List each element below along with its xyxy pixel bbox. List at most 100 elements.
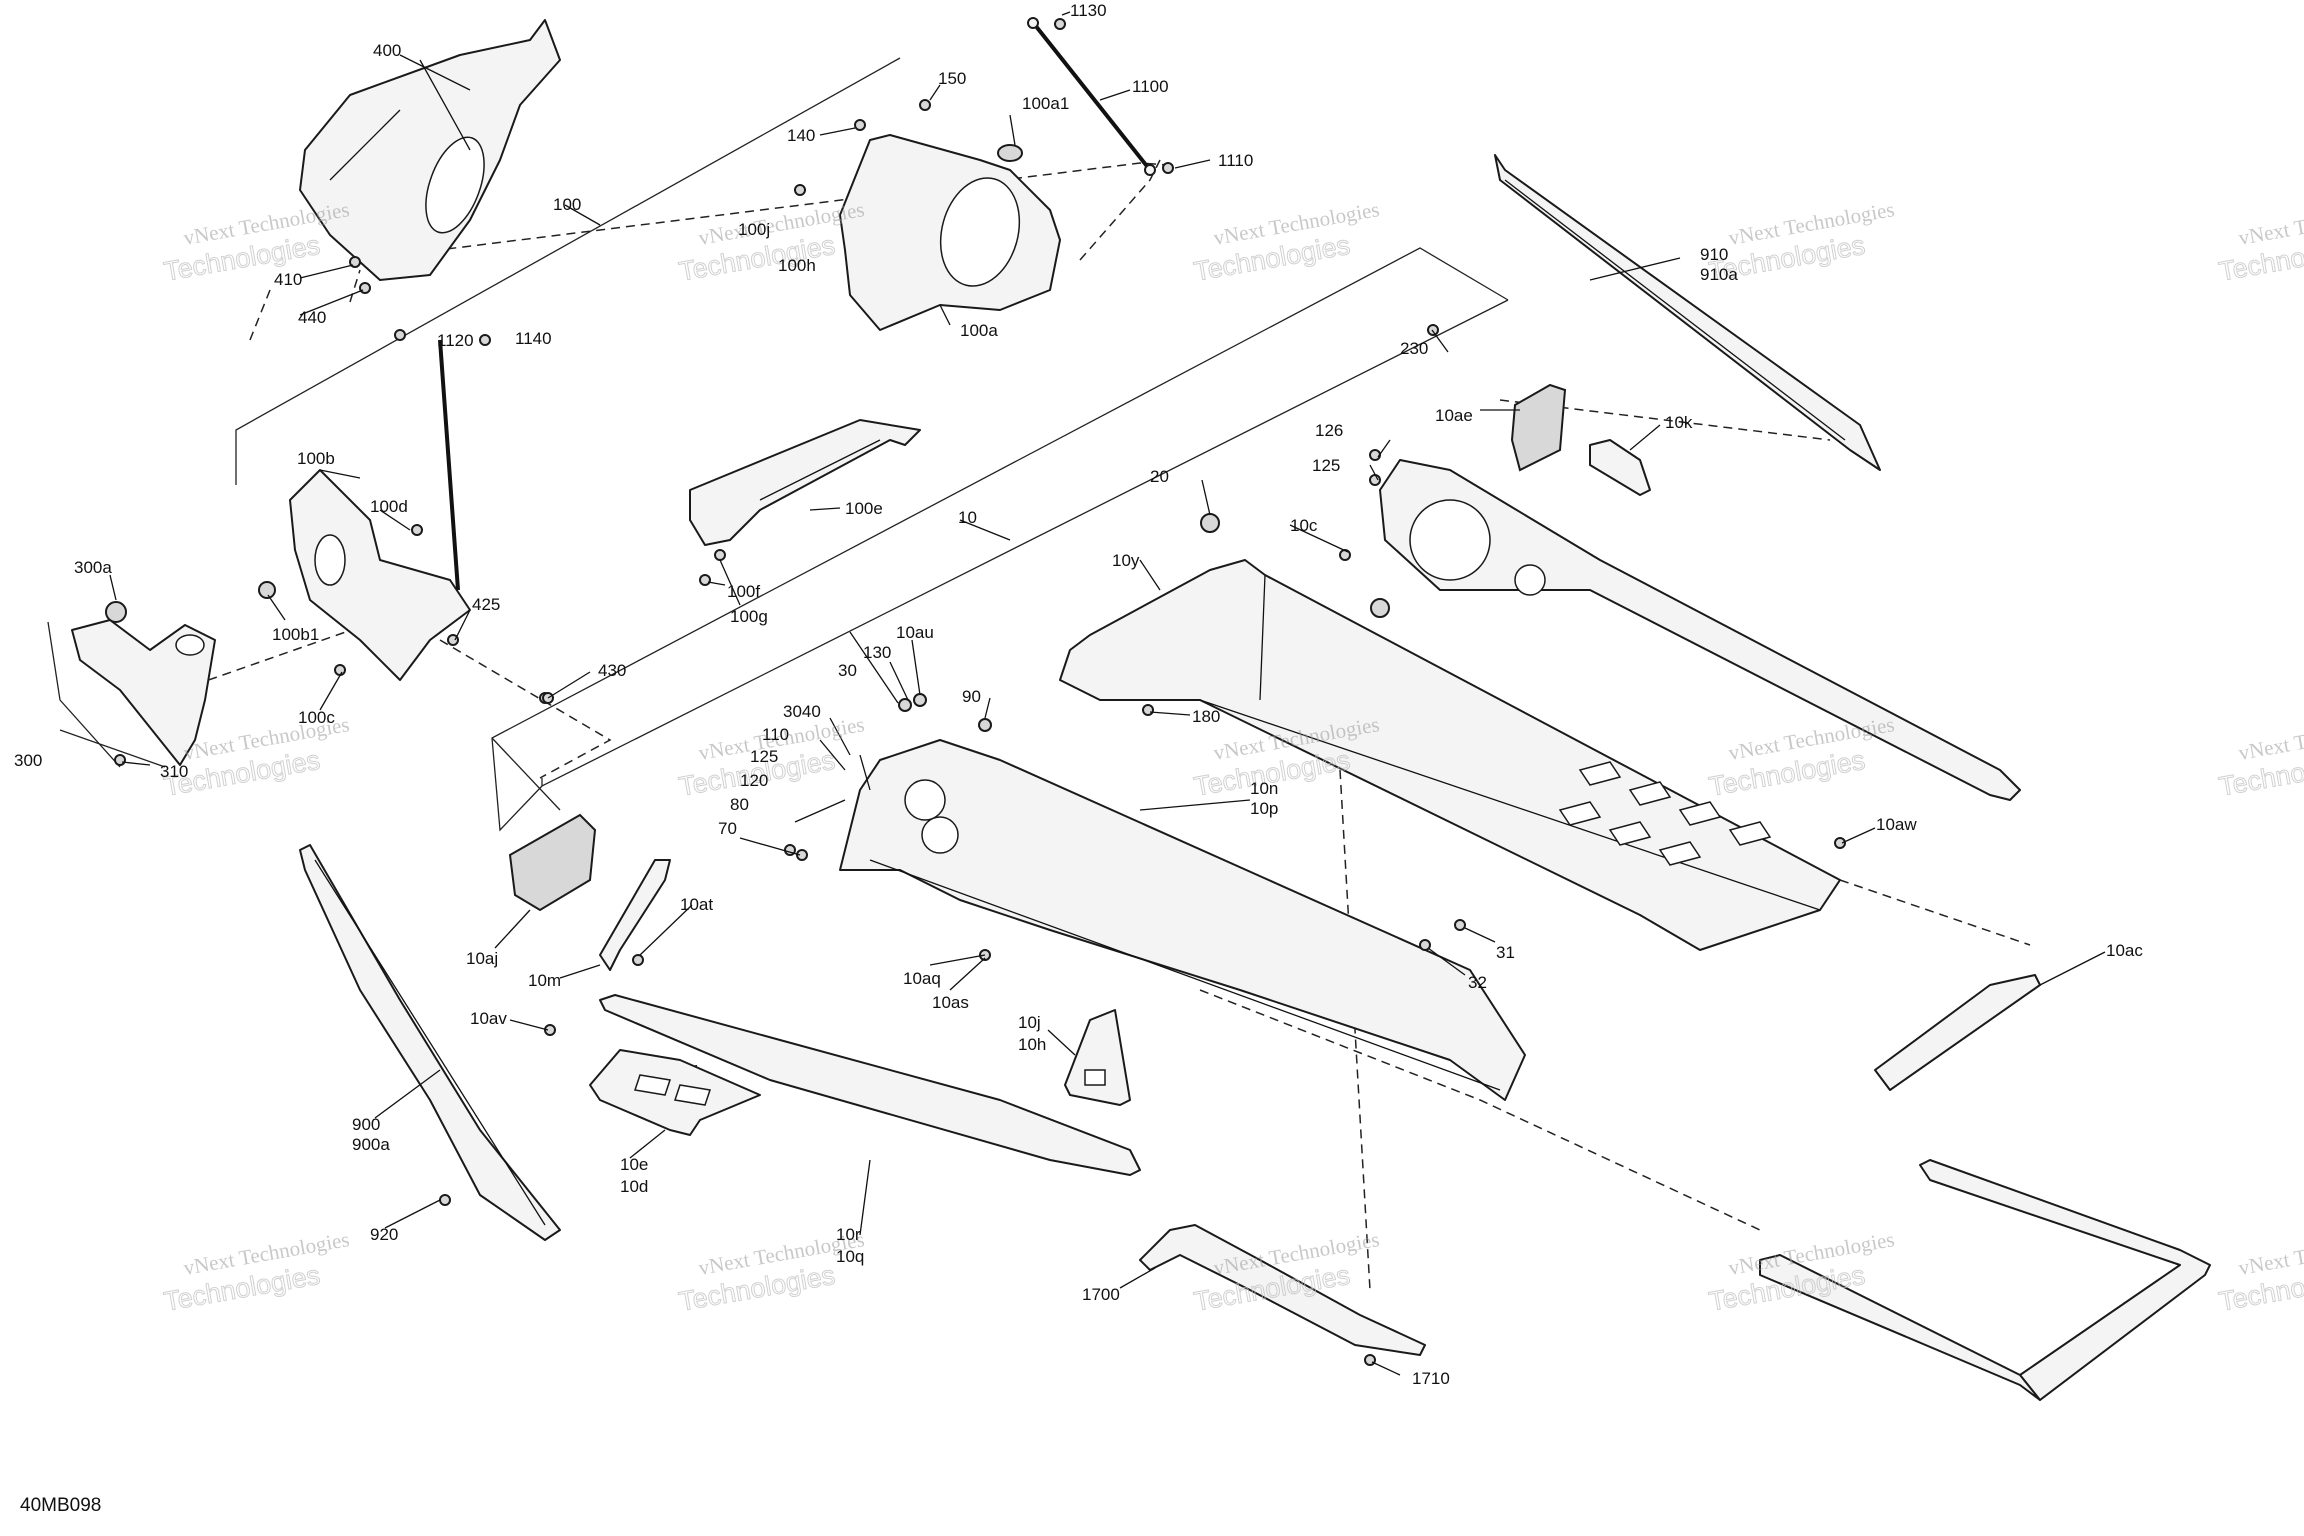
callout-120: 120	[740, 771, 768, 790]
callout-10y: 10y	[1112, 551, 1140, 570]
callout-100f: 100f	[727, 582, 760, 601]
callout-310: 310	[160, 762, 188, 781]
callout-100d: 100d	[370, 497, 408, 516]
callout-430: 430	[598, 661, 626, 680]
callout-110: 110	[762, 725, 789, 744]
watermark-text: vNext Technologies	[2237, 1227, 2304, 1280]
callout-1120: 1120	[437, 331, 474, 350]
callout-100g: 100g	[730, 607, 768, 626]
part-bracket-10m	[599, 859, 671, 971]
callout-300a: 300a	[74, 558, 112, 577]
callout-32: 32	[1468, 973, 1487, 992]
callout-126: 126	[1315, 421, 1343, 440]
part-rod-1120	[438, 339, 460, 591]
callout-3040: 3040	[783, 702, 821, 721]
callout-100j: 100j	[738, 220, 770, 239]
callout-30: 30	[838, 661, 857, 680]
callout-900a: 900a	[352, 1135, 390, 1154]
callout-10m: 10m	[528, 971, 561, 990]
hardware-fasteners	[114, 18, 1846, 1366]
callout-10e: 10e	[620, 1155, 648, 1174]
callout-10r: 10r	[836, 1225, 861, 1244]
part-bracket-10k	[1589, 439, 1651, 496]
part-grille-10aj	[508, 813, 597, 912]
callout-10h: 10h	[1018, 1035, 1046, 1054]
callout-10as: 10as	[932, 993, 969, 1012]
callout-31: 31	[1496, 943, 1515, 962]
callout-100: 100	[553, 195, 581, 214]
callout-1710: 1710	[1412, 1369, 1450, 1388]
callout-1130: 1130	[1070, 1, 1107, 20]
callout-10ac: 10ac	[2106, 941, 2143, 960]
callout-1110: 1110	[1218, 151, 1253, 170]
callout-130: 130	[863, 643, 891, 662]
part-tunnel-panel-10y	[1059, 559, 1841, 951]
callout-70: 70	[718, 819, 737, 838]
callout-10: 10	[958, 508, 977, 527]
part-bumper-1700	[1139, 1224, 1426, 1356]
part-rod-1100	[1027, 17, 1156, 176]
callout-leaders	[109, 11, 2106, 1376]
callout-10aq: 10aq	[903, 969, 941, 988]
callout-230: 230	[1400, 339, 1428, 358]
callout-80: 80	[730, 795, 749, 814]
callout-100a: 100a	[960, 321, 998, 340]
callout-100b: 100b	[297, 449, 335, 468]
callout-140: 140	[787, 126, 815, 145]
callout-150: 150	[938, 69, 966, 88]
callout-125b: 125	[750, 747, 778, 766]
callout-1700: 1700	[1082, 1285, 1120, 1304]
part-grille-10ae	[1510, 383, 1567, 472]
callout-10p: 10p	[1250, 799, 1278, 818]
callout-20: 20	[1150, 467, 1169, 486]
callout-180: 180	[1192, 707, 1220, 726]
assembly-outline-lines	[47, 57, 1509, 832]
callout-100e: 100e	[845, 499, 883, 518]
callout-10ae: 10ae	[1435, 406, 1473, 425]
callout-10aw: 10aw	[1876, 815, 1917, 834]
callout-920: 920	[370, 1225, 398, 1244]
callout-10au: 10au	[896, 623, 934, 642]
callout-90: 90	[962, 687, 981, 706]
part-rear-bumper	[1759, 1159, 2211, 1401]
callout-100a1: 100a1	[1022, 94, 1069, 113]
drawing-code: 40MB098	[20, 1495, 101, 1516]
part-side-rail-900	[299, 844, 561, 1241]
watermark-text: vNext Technologies	[2237, 197, 2304, 250]
part-tunnel-side-left	[839, 739, 1526, 1101]
callout-410: 410	[274, 270, 302, 289]
callout-425: 425	[472, 595, 500, 614]
callout-910a: 910a	[1700, 265, 1738, 284]
callout-10aj: 10aj	[466, 949, 498, 968]
part-bracket-10ac	[1874, 974, 2041, 1091]
callout-125: 125	[1312, 456, 1340, 475]
part-rail-910	[1494, 154, 1881, 471]
part-tunnel-side-right	[1379, 459, 2021, 801]
callout-300: 300	[14, 751, 42, 770]
callout-10n: 10n	[1250, 779, 1278, 798]
callout-10q: 10q	[836, 1247, 864, 1266]
callout-10d: 10d	[620, 1177, 648, 1196]
watermark-text: vNext Technologies	[2237, 712, 2304, 765]
part-bracket-100e	[689, 419, 921, 546]
callout-10av: 10av	[470, 1009, 507, 1028]
part-bracket-300	[71, 601, 216, 766]
callout-10k: 10k	[1665, 413, 1693, 432]
callout-900: 900	[352, 1115, 380, 1134]
part-skid-plate-10e	[589, 1049, 761, 1136]
callout-100b1: 100b1	[272, 625, 319, 644]
part-frame-100b	[289, 469, 471, 681]
part-front-frame-400	[299, 19, 561, 281]
callout-400: 400	[373, 41, 401, 60]
callout-100h: 100h	[778, 256, 816, 275]
callout-10j: 10j	[1018, 1013, 1041, 1032]
part-lower-rail-10r	[599, 994, 1141, 1176]
callout-10c: 10c	[1290, 516, 1318, 535]
callout-910: 910	[1700, 245, 1728, 264]
callout-1140: 1140	[515, 329, 552, 348]
callout-1100: 1100	[1132, 77, 1169, 96]
part-gusset-10j	[1064, 1009, 1131, 1106]
callout-10at: 10at	[680, 895, 713, 914]
callout-440: 440	[298, 308, 326, 327]
